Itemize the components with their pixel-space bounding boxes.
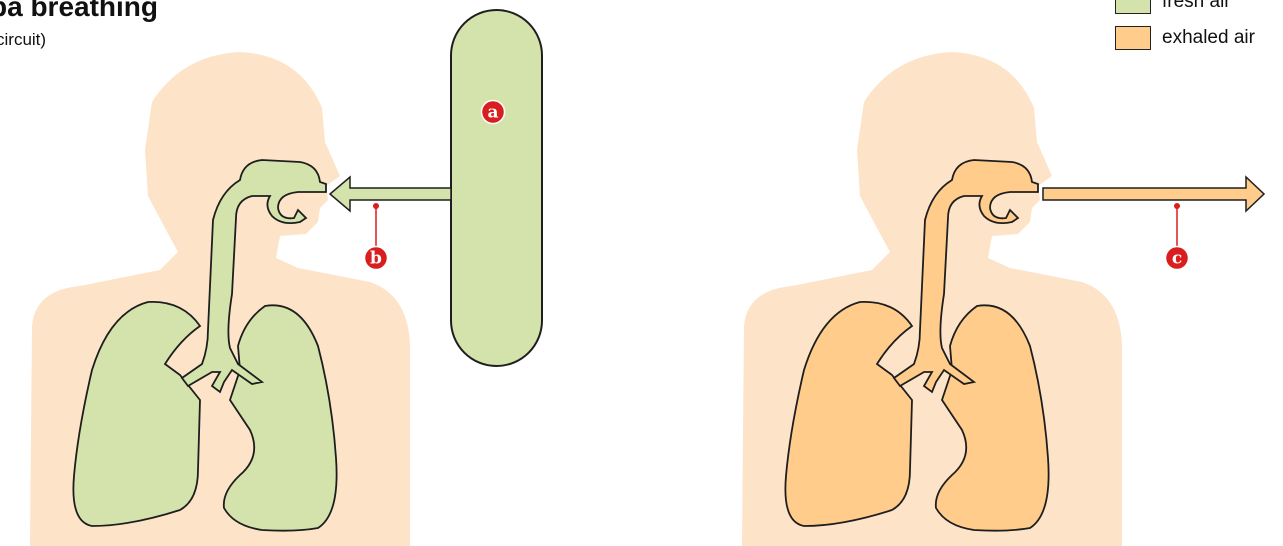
air-tank xyxy=(451,10,542,366)
marker-a: a xyxy=(482,101,505,124)
right-figure xyxy=(742,52,1122,546)
inhale-arrow xyxy=(330,177,451,211)
fresh-air-label: fresh air xyxy=(1162,0,1231,13)
exhaled-air-label: exhaled air xyxy=(1162,27,1255,49)
marker-b-label: b xyxy=(370,249,382,269)
marker-c: c xyxy=(1166,203,1189,270)
left-figure xyxy=(30,52,410,546)
marker-c-label: c xyxy=(1172,249,1182,269)
exhale-arrow xyxy=(1043,177,1264,211)
fresh-air-swatch xyxy=(1115,0,1151,14)
marker-a-label: a xyxy=(487,103,498,123)
diagram-title: ba breathing xyxy=(0,0,158,23)
marker-b: b xyxy=(365,203,388,270)
diagram-subtitle: circuit) xyxy=(0,30,46,50)
exhaled-air-swatch xyxy=(1115,26,1151,50)
